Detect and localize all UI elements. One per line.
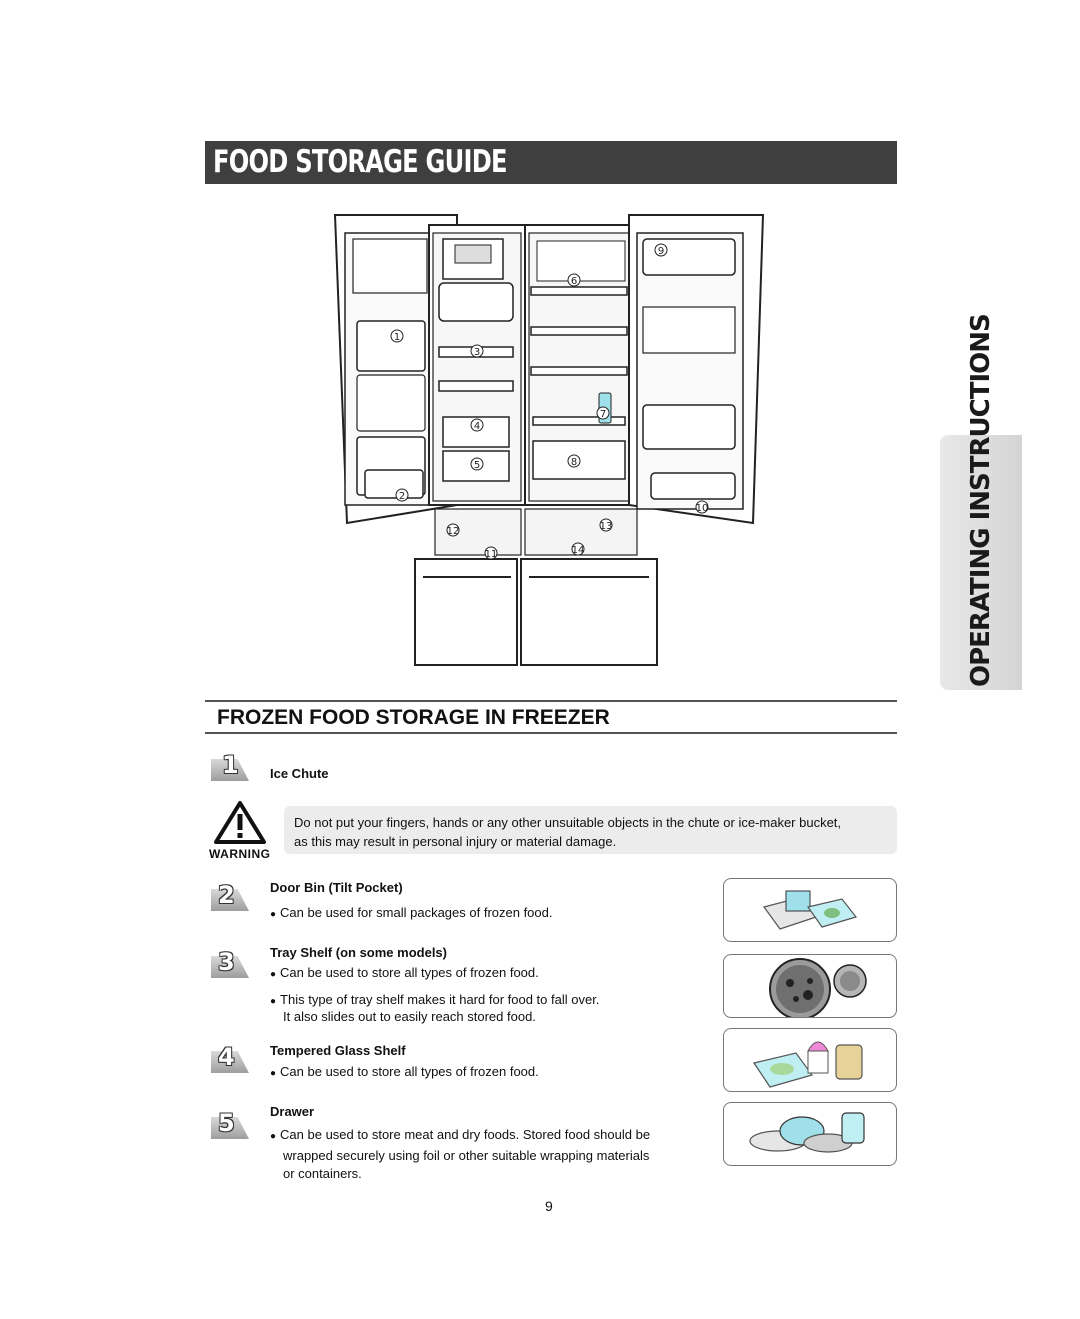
diagram-label-13: 13 (600, 521, 613, 532)
item-number-5: 5 (218, 1109, 235, 1137)
item-number-3: 3 (218, 948, 235, 976)
side-tab-label: Operating Instructions (966, 314, 996, 687)
page-title: Food Storage Guide (213, 144, 508, 180)
diagram-label-8: 8 (571, 457, 577, 468)
bullet-glass-shelf-1: ●Can be used to store all types of froze… (270, 1064, 539, 1079)
warning-line-2: as this may result in personal injury or… (294, 834, 617, 849)
diagram-label-10: 10 (696, 503, 709, 514)
page-title-banner: Food Storage Guide (205, 141, 897, 184)
warning-line-1: Do not put your fingers, hands or any ot… (294, 815, 842, 830)
number-tab-5 (211, 1117, 249, 1139)
bullet-tray-shelf-1: ●Can be used to store all types of froze… (270, 965, 539, 980)
item-title-tray-shelf: Tray Shelf (on some models) (270, 945, 447, 960)
photo-frozen-packages (723, 878, 897, 942)
warning-label: WARNING (209, 847, 271, 861)
number-tab-4 (211, 1051, 249, 1073)
diagram-label-1: 1 (394, 332, 400, 343)
number-tab-2 (211, 889, 249, 911)
photo-frozen-desserts (723, 1028, 897, 1092)
diagram-label-7: 7 (600, 409, 606, 420)
diagram-label-2: 2 (399, 491, 405, 502)
number-tab-1 (211, 759, 249, 781)
tray-shelf-continuation: It also slides out to easily reach store… (283, 1009, 536, 1024)
section-title: FROZEN FOOD STORAGE IN FREEZER (205, 700, 897, 734)
diagram-label-6: 6 (571, 276, 577, 287)
number-tab-3 (211, 956, 249, 978)
drawer-continuation-2: or containers. (283, 1166, 362, 1181)
section-side-tab: Operating Instructions (940, 314, 1022, 690)
diagram-label-9: 9 (658, 246, 664, 257)
item-title-glass-shelf: Tempered Glass Shelf (270, 1043, 406, 1058)
warning-box: Do not put your fingers, hands or any ot… (284, 806, 897, 854)
drawer-continuation-1: wrapped securely using foil or other sui… (283, 1148, 650, 1163)
page-number: 9 (545, 1198, 553, 1214)
bullet-drawer-1: ●Can be used to store meat and dry foods… (270, 1127, 651, 1142)
warning-icon (214, 801, 266, 844)
bullet-tray-shelf-2: ●This type of tray shelf makes it hard f… (270, 992, 600, 1007)
diagram-label-3: 3 (474, 347, 480, 358)
item-number-4: 4 (218, 1043, 235, 1071)
diagram-label-5: 5 (474, 460, 480, 471)
item-number-2: 2 (218, 881, 235, 909)
item-title-door-bin: Door Bin (Tilt Pocket) (270, 880, 403, 895)
photo-meat-packages (723, 1102, 897, 1166)
bullet-door-bin-1: ●Can be used for small packages of froze… (270, 905, 553, 920)
photo-pizza (723, 954, 897, 1018)
diagram-label-14: 14 (572, 545, 585, 556)
diagram-label-4: 4 (474, 421, 480, 432)
item-number-1: 1 (222, 751, 239, 779)
refrigerator-diagram: 1 2 3 4 5 6 7 8 9 10 11 12 13 14 (333, 214, 765, 666)
item-title-drawer: Drawer (270, 1104, 315, 1119)
item-title-ice-chute: Ice Chute (270, 766, 329, 781)
diagram-label-12: 12 (447, 526, 460, 537)
diagram-label-11: 11 (485, 549, 498, 560)
